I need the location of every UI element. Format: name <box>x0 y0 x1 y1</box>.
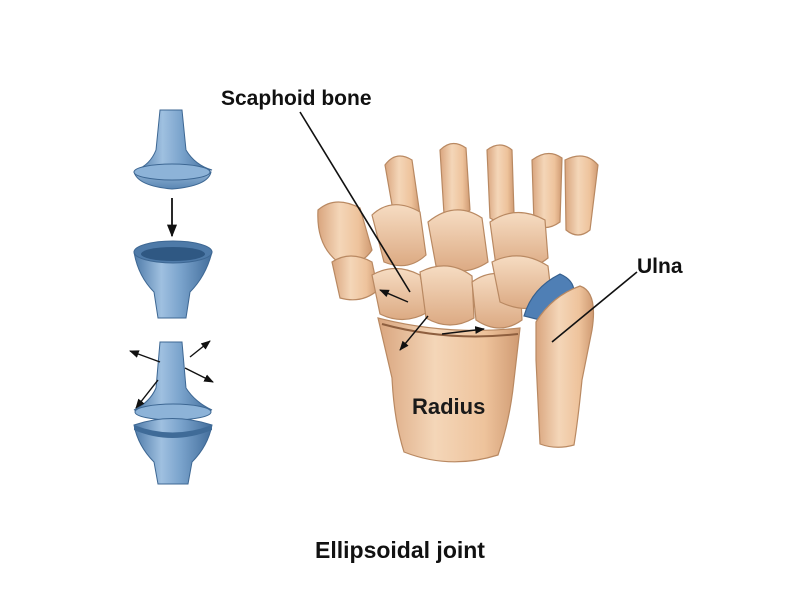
arrow-icon <box>185 368 213 382</box>
figure-caption: Ellipsoidal joint <box>0 537 800 564</box>
scaphoid-bone-label: Scaphoid bone <box>221 87 372 111</box>
ulna-bone <box>536 286 594 447</box>
radius-bone <box>378 318 520 462</box>
joint-model-convex-piece <box>134 110 212 189</box>
radius-label: Radius <box>412 394 485 420</box>
ulna-label: Ulna <box>637 255 683 279</box>
joint-model-concave-piece <box>134 241 212 318</box>
arrow-icon <box>190 341 210 357</box>
joint-model-assembled <box>134 342 212 484</box>
arrow-icon <box>130 351 160 362</box>
